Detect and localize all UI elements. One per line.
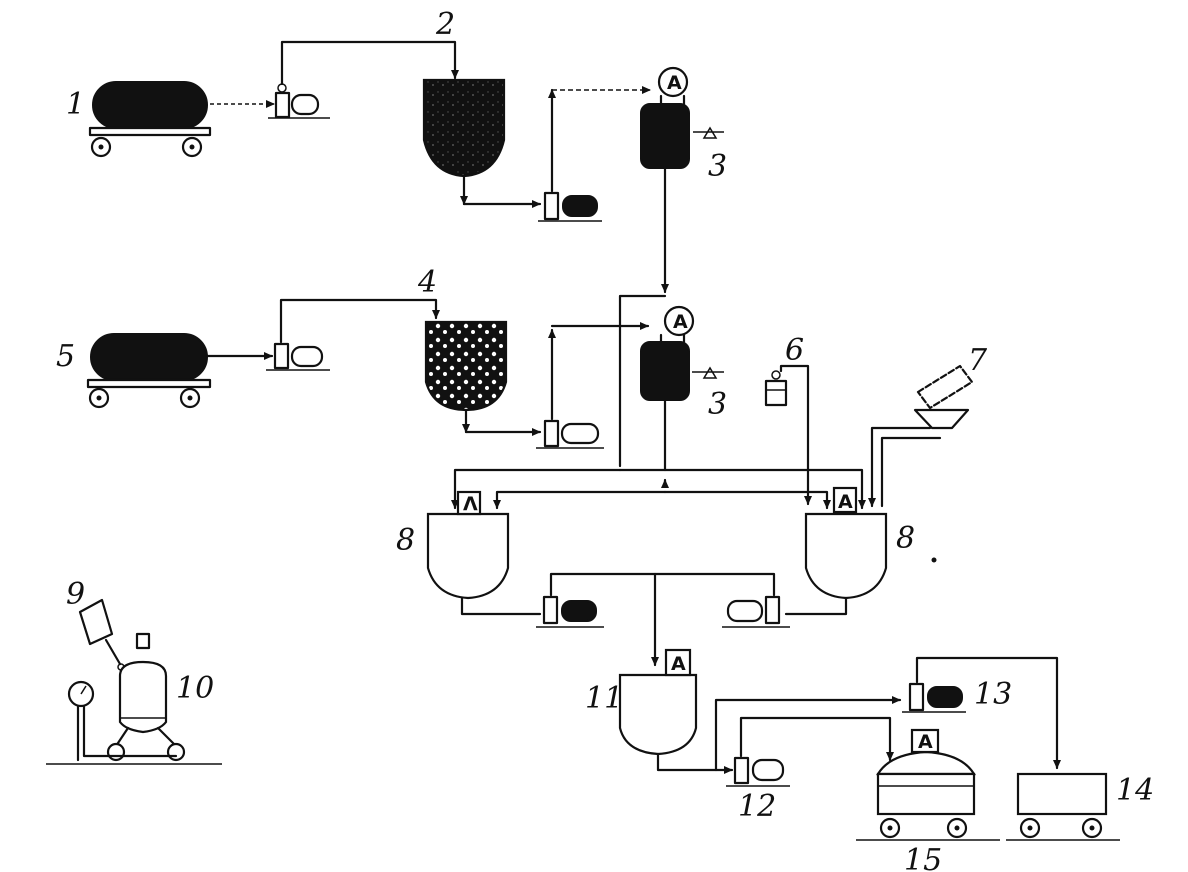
label-1: 1 [66, 87, 85, 122]
reactor-11: A [618, 648, 698, 756]
stray-dot [931, 557, 937, 563]
label-3-bottom: 3 [708, 387, 727, 422]
label-13: 13 [974, 677, 1012, 712]
pump-8-right [722, 595, 790, 628]
pump-13 [902, 682, 966, 713]
dosing-vessel-6 [764, 370, 788, 407]
label-12: 12 [738, 789, 776, 824]
agitator-mark: A [671, 653, 686, 675]
label-5: 5 [56, 339, 75, 374]
tank-3-bottom: A [640, 305, 724, 401]
label-11: 11 [585, 681, 623, 716]
mobile-tank-15: A [856, 728, 1000, 841]
label-7: 7 [968, 343, 988, 378]
label-6: 6 [785, 333, 804, 368]
label-2: 2 [435, 7, 455, 42]
tank-4 [424, 320, 508, 412]
tank-3-top: A [640, 66, 724, 169]
pump-12 [726, 756, 790, 787]
agitator-mark: Λ [463, 493, 478, 515]
tanker-trailer-5 [86, 333, 212, 409]
label-10: 10 [176, 671, 214, 706]
vessel-10 [46, 598, 222, 765]
label-14: 14 [1116, 773, 1154, 808]
pump-8-left [536, 595, 604, 628]
container-cart-14 [1006, 772, 1120, 841]
label-15: 15 [904, 843, 942, 872]
pump-5 [266, 342, 330, 371]
pump-1 [268, 83, 330, 119]
reactor-8-left: Λ [426, 490, 510, 600]
tank-2 [422, 78, 506, 178]
tanker-trailer-1 [88, 81, 212, 158]
label-8-right: 8 [896, 521, 915, 556]
reactor-8-right: A [804, 486, 888, 600]
agitator-mark: A [673, 311, 688, 333]
label-9: 9 [66, 577, 85, 612]
label-3-top: 3 [708, 149, 727, 184]
agitator-mark: A [667, 72, 682, 94]
agitator-mark: A [918, 731, 933, 753]
label-4: 4 [417, 265, 437, 300]
label-8-left: 8 [396, 523, 415, 558]
pump-4 [536, 419, 604, 449]
agitator-mark: A [838, 491, 853, 513]
hopper-7 [913, 364, 974, 430]
pump-2 [538, 191, 602, 222]
